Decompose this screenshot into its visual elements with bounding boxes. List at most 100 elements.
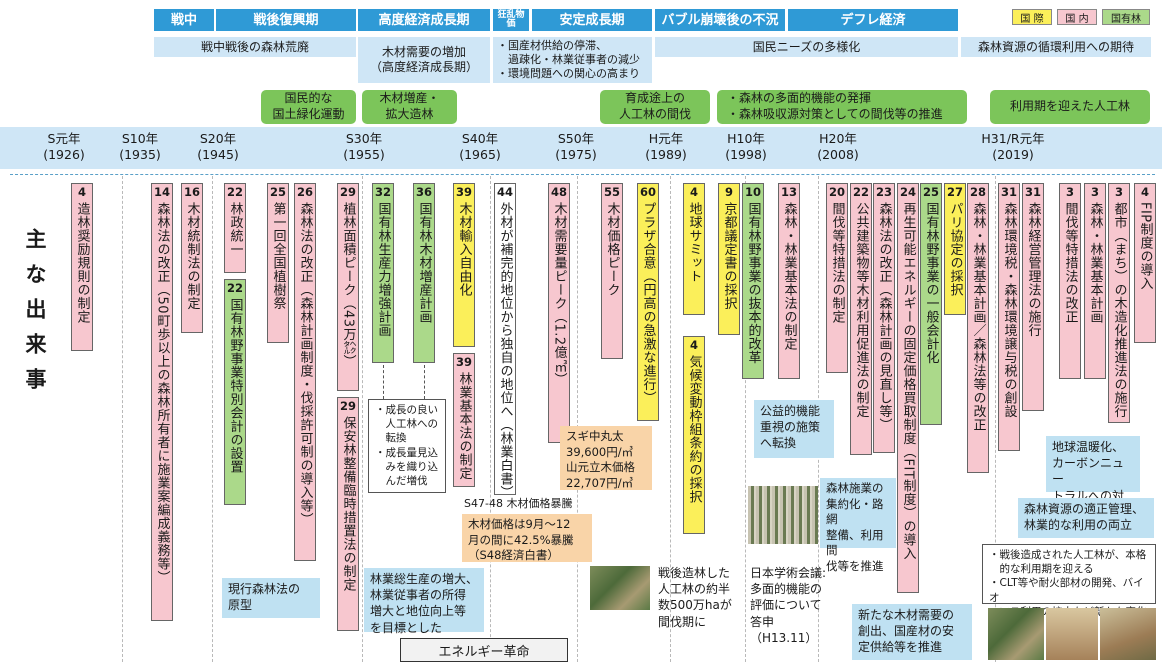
event-year: 23 bbox=[875, 185, 892, 199]
event-year: 55 bbox=[603, 185, 620, 199]
event-text: 気候変動枠組条約の採択 bbox=[686, 355, 702, 504]
event-text: 国有林野事業特別会計の設置 bbox=[227, 298, 243, 474]
event-text: 森林・林業基本法の制定 bbox=[781, 202, 797, 351]
green-zousan: 木材増産・ 拡大造林 bbox=[362, 90, 457, 124]
year-bar bbox=[0, 127, 1162, 169]
event-text: 地球サミット bbox=[686, 202, 702, 284]
year-s40: S40年 (1965) bbox=[459, 131, 501, 162]
biomass-photo bbox=[1100, 608, 1156, 660]
year-s10: S10年 (1935) bbox=[119, 131, 161, 162]
note-tekisei-kanri: 森林資源の適正管理、 林業的な利用の両立 bbox=[1018, 498, 1154, 538]
event-year: 44 bbox=[496, 185, 513, 199]
green-tamenteki: ・森林の多面的機能の発揮 ・森林吸収源対策としての間伐等の推進 bbox=[717, 90, 967, 124]
event-text: 都市（まち）の木造化推進法の施行 bbox=[1111, 202, 1127, 419]
event-year: 32 bbox=[374, 185, 391, 199]
event-box: 22 国有林野事業特別会計の設置 bbox=[224, 279, 246, 505]
event-text: 森林環境税・森林環境譲与税の創設 bbox=[1001, 202, 1017, 419]
timeline-divider bbox=[10, 174, 1155, 175]
event-year: 9 bbox=[724, 185, 733, 199]
event-text: 林業基本法の制定 bbox=[456, 372, 472, 481]
arrow-line bbox=[383, 365, 384, 399]
event-text: 間伐等特措法の制定 bbox=[829, 202, 845, 324]
event-text: FIP制度の導入 bbox=[1137, 202, 1153, 291]
band-kokumin-needs: 国民ニーズの多様化 bbox=[655, 37, 958, 57]
column-divider bbox=[490, 176, 491, 662]
column-divider bbox=[122, 176, 123, 662]
event-text: 木材統制法の制定 bbox=[184, 202, 200, 311]
event-text: 国有林木材増産計画 bbox=[416, 202, 432, 324]
event-text: 植林面積ピーク（43万㌶） bbox=[340, 202, 356, 369]
event-year: 20 bbox=[828, 185, 845, 199]
event-text: 国有林生産力増強計画 bbox=[375, 202, 391, 338]
event-box: 28 森林・林業基本計画／森林法等の改正 bbox=[967, 183, 989, 473]
event-year: 4 bbox=[689, 185, 698, 199]
energy-revolution-box: エネルギー革命 bbox=[400, 638, 568, 662]
event-year: 25 bbox=[269, 185, 286, 199]
column-divider bbox=[577, 176, 578, 662]
event-box: 39 木材輸入自由化 bbox=[453, 183, 475, 347]
year-h1: H元年 (1989) bbox=[645, 131, 687, 162]
green-kanbatsu: 育成途上の 人工林の間伐 bbox=[600, 90, 710, 124]
era-kodo-keizai: 高度経済成長期 bbox=[358, 9, 490, 31]
note-genkou-shinrinho: 現行森林法の 原型 bbox=[222, 578, 320, 618]
era-kyoran-bukka: 狂乱物価 bbox=[493, 9, 529, 31]
note-koeki-kinou: 公益的機能 重視の施策 へ転換 bbox=[754, 400, 834, 458]
column-divider bbox=[995, 176, 996, 662]
event-text: 国有林野事業の抜本的改革 bbox=[745, 202, 761, 365]
event-year: 22 bbox=[226, 281, 243, 295]
year-s50: S50年 (1975) bbox=[555, 131, 597, 162]
event-year: 39 bbox=[455, 355, 472, 369]
column-divider bbox=[362, 176, 363, 662]
event-year: 4 bbox=[1140, 185, 1149, 199]
event-year: 3 bbox=[1114, 185, 1123, 199]
note-ringyou-seisan: 林業総生産の増大、 林業従事者の所得 増大と地位向上等 を目標とした bbox=[364, 568, 484, 635]
year-h31: H31/R元年 (2019) bbox=[981, 131, 1045, 162]
era-sengo-fukko: 戦後復興期 bbox=[216, 9, 356, 31]
event-year: 3 bbox=[1090, 185, 1099, 199]
event-year: 13 bbox=[780, 185, 797, 199]
column-divider bbox=[212, 176, 213, 662]
band-junkan-riyo: 森林資源の循環利用への期待 bbox=[961, 37, 1151, 57]
event-year: 36 bbox=[415, 185, 432, 199]
event-box: 39 林業基本法の制定 bbox=[453, 353, 475, 487]
year-s20: S20年 (1945) bbox=[197, 131, 239, 162]
note-sengo-zousei: ・戦後造成された人工林が、本格 的な利用期を迎える ・CLT等や耐火部材の開発、… bbox=[982, 544, 1156, 618]
note-aratana-juyo: 新たな木材需要の 創出、国産材の安 定供給等を推進 bbox=[852, 604, 972, 660]
main-events-label: 主な出来事 bbox=[23, 228, 47, 403]
event-year: 26 bbox=[296, 185, 313, 199]
forest-photo bbox=[590, 566, 650, 610]
band-kokusanzai: ・国産材供給の停滞、 過疎化・林業従事者の減少 ・環境問題への関心の高まり bbox=[493, 37, 652, 83]
event-text: 森林法の改正（森林計画制度・伐採許可制の導入等） bbox=[297, 202, 313, 527]
era-senchu: 戦中 bbox=[154, 9, 214, 31]
event-box: 26 森林法の改正（森林計画制度・伐採許可制の導入等） bbox=[294, 183, 316, 561]
event-year: 28 bbox=[969, 185, 986, 199]
event-year: 31 bbox=[1000, 185, 1017, 199]
note-sugi-price: スギ中丸太 39,600円/㎥ 山元立木価格 22,707円/㎥ bbox=[560, 426, 652, 490]
event-year: 29 bbox=[339, 185, 356, 199]
year-h10: H10年 (1998) bbox=[725, 131, 767, 162]
legend-national-forest: 国有林 bbox=[1102, 9, 1150, 25]
event-year: 16 bbox=[183, 185, 200, 199]
era-bubble: バブル崩壊後の不況 bbox=[655, 9, 785, 31]
event-year: 29 bbox=[339, 399, 356, 413]
event-year: 39 bbox=[455, 185, 472, 199]
legend-domestic: 国 内 bbox=[1057, 9, 1097, 25]
green-ryokka: 国民的な 国土緑化運動 bbox=[261, 90, 356, 124]
event-box: 31 森林環境税・森林環境譲与税の創設 bbox=[998, 183, 1020, 451]
event-text: 再生可能エネルギーの固定価格買取制度（FIT制度）の導入 bbox=[900, 202, 916, 561]
event-text: 木材輸入自由化 bbox=[456, 202, 472, 297]
event-year: 22 bbox=[226, 185, 243, 199]
event-text: 公共建築物等木材利用促進法の制定 bbox=[853, 202, 869, 419]
green-riyoki: 利用期を迎えた人工林 bbox=[990, 90, 1150, 124]
event-text: 京都議定書の採択 bbox=[721, 202, 737, 311]
event-year: 48 bbox=[550, 185, 567, 199]
event-text: 森林・林業基本計画／森林法等の改正 bbox=[970, 202, 986, 432]
